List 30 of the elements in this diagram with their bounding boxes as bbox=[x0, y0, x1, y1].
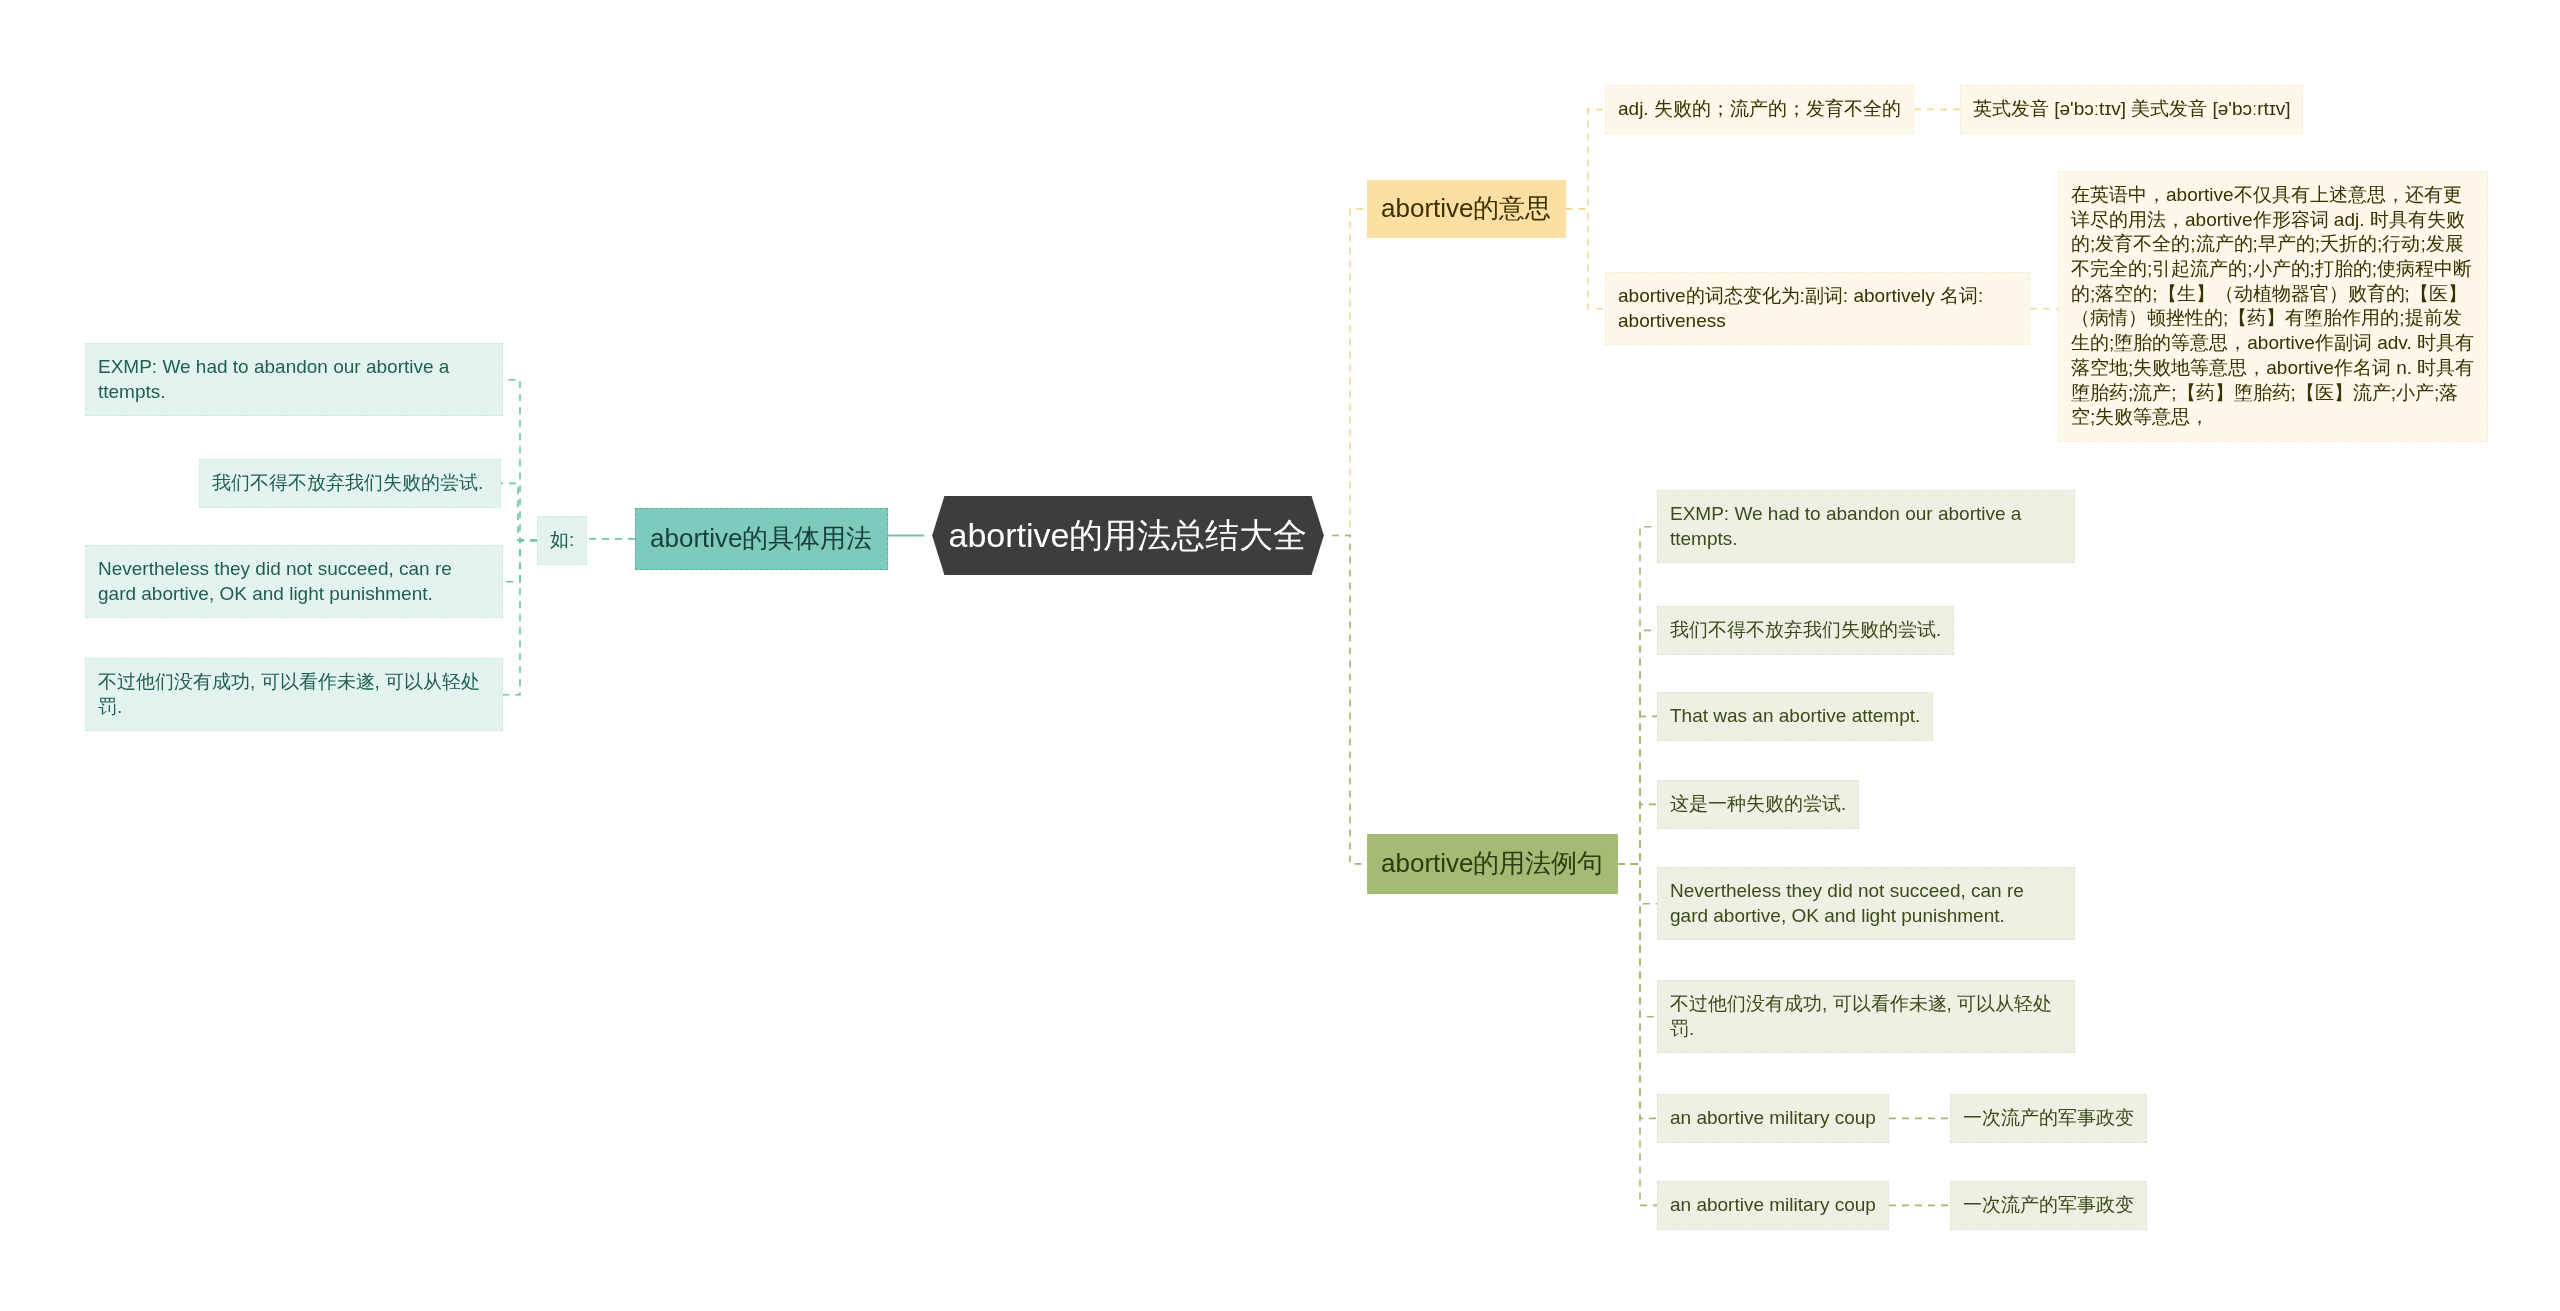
subtopic-box: 这是一种失败的尝试. bbox=[1657, 780, 1860, 829]
topic-box: abortive的用法例句 bbox=[1367, 834, 1618, 894]
subtopic-box: 英式发音 [ə'bɔːtɪv] 美式发音 [ə'bɔːrtɪv] bbox=[1960, 85, 2304, 134]
connector bbox=[502, 539, 538, 696]
subtopic-box: 我们不得不放弃我们失败的尝试. bbox=[199, 459, 501, 508]
subtopic-box: adj. 失败的；流产的；发育不全的 bbox=[1605, 85, 1914, 134]
connector bbox=[1913, 108, 1961, 111]
subtopic-box: EXMP: We had to abandon our abortive a ttempts. bbox=[1657, 490, 2075, 564]
topic-box: abortive的具体用法 bbox=[635, 508, 888, 570]
subtopic-box: 不过他们没有成功, 可以看作未遂, 可以从轻处罚. bbox=[85, 658, 503, 732]
subtopic-box: an abortive military coup bbox=[1657, 1181, 1889, 1230]
subtopic-box: EXMP: We had to abandon our abortive a ttempts. bbox=[85, 343, 503, 417]
connector bbox=[886, 534, 925, 537]
subtopic-box: That was an abortive attempt. bbox=[1657, 692, 1934, 741]
connector bbox=[1888, 1204, 1951, 1207]
subtopic-box: 一次流产的军事政变 bbox=[1950, 1094, 2147, 1143]
topic-box: abortive的意思 bbox=[1367, 180, 1566, 238]
connector bbox=[586, 538, 636, 540]
connector bbox=[2029, 307, 2059, 310]
subtopic-box: 不过他们没有成功, 可以看作未遂, 可以从轻处罚. bbox=[1657, 980, 2075, 1054]
subtopic-box: abortive的词态变化为:副词: abortively 名词: abortiveness bbox=[1605, 272, 2030, 346]
connector bbox=[1564, 208, 1606, 310]
subtopic-box: 一次流产的军事政变 bbox=[1950, 1181, 2147, 1230]
subtopic-box: 如: bbox=[537, 516, 588, 565]
subtopic-box: 我们不得不放弃我们失败的尝试. bbox=[1657, 606, 1955, 655]
connector bbox=[1888, 1117, 1951, 1120]
subtopic-box: Nevertheless they did not succeed, can re gard abortive, OK and light punishment. bbox=[1657, 867, 2075, 941]
subtopic-box: 在英语中，abortive不仅具有上述意思，还有更详尽的用法，abortive作形容词 adj. 时具有失败的;发育不全的;流产的;早产的;夭折的;行动;发展不完全的;引起流产的;小产的;打胎的;使病程中断的;落空的;【生】（动植物器官）败育的;【医】（病情）顿挫性的;【药】有堕胎作用的;提前发生的;堕胎的等意思，abortive作副词 adv. 时具有落空地;失败地等意思，abortive作名词 n. 时具有堕胎药;流产;【药】堕胎药;【医】流产;小产;落空;失败等意思， bbox=[2058, 171, 2488, 442]
subtopic-box: Nevertheless they did not succeed, can re gard abortive, OK and light punishment. bbox=[85, 545, 503, 619]
subtopic-box: an abortive military coup bbox=[1657, 1094, 1889, 1143]
